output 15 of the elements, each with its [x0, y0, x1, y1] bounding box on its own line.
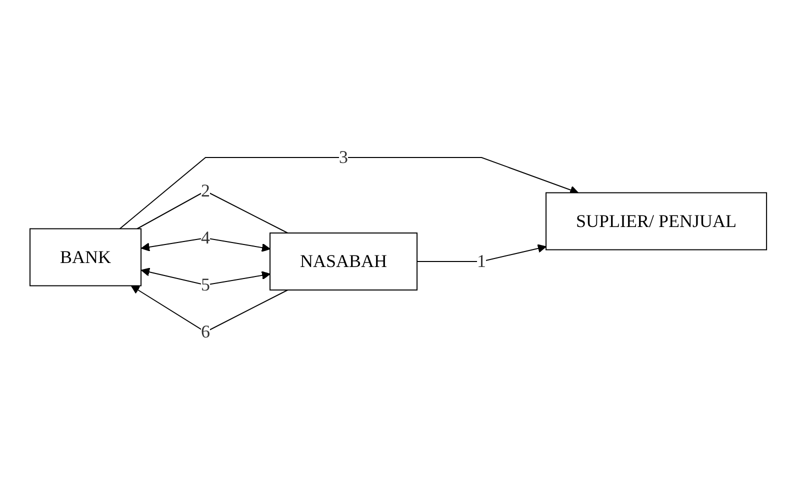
edge-label: 1: [476, 251, 486, 272]
arrow: [119, 157, 578, 230]
connector: [136, 190, 288, 234]
arrow: [130, 286, 288, 333]
edge-label: 2: [200, 180, 210, 201]
arrow: [140, 238, 270, 252]
edge-label: 4: [200, 228, 210, 248]
edge-label: 5: [200, 274, 210, 295]
node-box: BANK: [29, 228, 142, 286]
arrow: [140, 268, 270, 286]
arrow: [416, 244, 546, 262]
node-box: NASABAH: [269, 232, 418, 291]
node-box: SUPLIER/ PENJUAL: [545, 192, 767, 250]
edge-label: 6: [200, 322, 210, 342]
edge-label: 3: [338, 147, 348, 168]
